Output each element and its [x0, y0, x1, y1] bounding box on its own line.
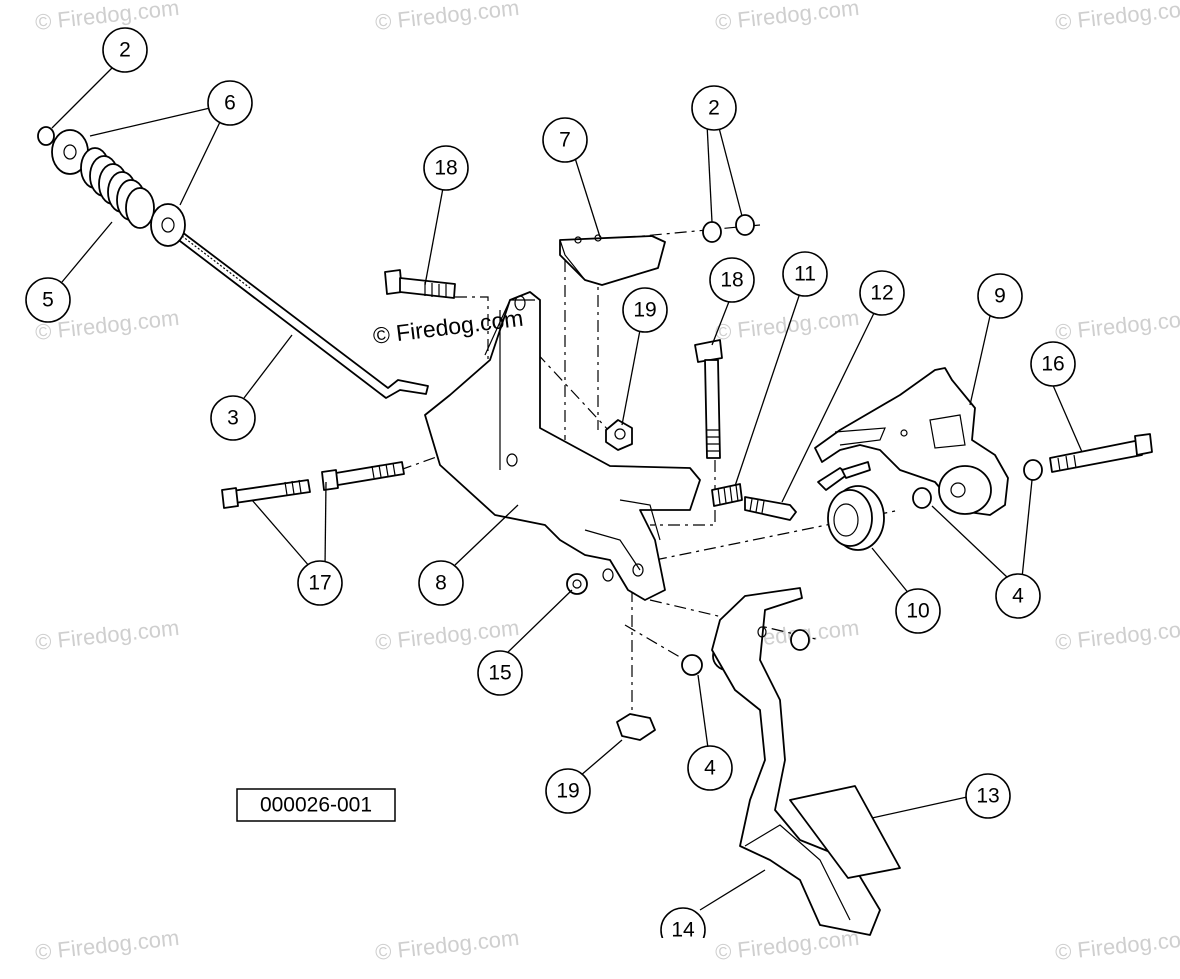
svg-text:2: 2: [708, 97, 720, 120]
bolt-part-12: [744, 496, 797, 521]
torsion-spring-part-10: [817, 461, 885, 551]
nuts-part-2: [702, 214, 755, 243]
watermark-text: © Firedog.com: [374, 615, 520, 655]
callout-19: 19: [545, 768, 591, 814]
spring-part-11: [711, 483, 743, 507]
main-bracket-part-8: [424, 291, 701, 601]
leader-lines: [51, 64, 1083, 911]
washers-part-4: [912, 459, 1043, 509]
callout-13: 13: [965, 773, 1011, 819]
bolt-part-18-vertical: [694, 339, 723, 459]
callout-9: 9: [977, 273, 1023, 319]
watermark-text: © Firedog.com: [34, 0, 180, 35]
callout-18: 18: [423, 145, 469, 191]
svg-text:11: 11: [794, 263, 816, 286]
pedal-pad-part-13: [789, 785, 901, 879]
svg-text:5: 5: [42, 289, 54, 312]
svg-text:2: 2: [119, 39, 131, 62]
svg-text:18: 18: [434, 157, 457, 180]
svg-text:12: 12: [870, 282, 893, 305]
watermark-text: © Firedog.com: [1054, 925, 1180, 965]
svg-text:19: 19: [633, 299, 656, 322]
watermark-text: © Firedog.com: [1054, 305, 1180, 345]
reference-code-box: 000026-001: [236, 788, 396, 822]
svg-text:19: 19: [556, 780, 579, 803]
callout-2: 2: [102, 27, 148, 73]
callout-11: 11: [782, 251, 828, 297]
svg-text:8: 8: [435, 572, 447, 595]
svg-text:4: 4: [704, 757, 716, 780]
callout-4: 4: [687, 745, 733, 791]
svg-text:7: 7: [559, 129, 571, 152]
callout-6: 6: [207, 80, 253, 126]
watermark-text: © Firedog.com: [714, 925, 860, 965]
callout-5: 5: [25, 277, 71, 323]
watermark-text: © Firedog.com: [714, 0, 860, 35]
watermark-text: © Firedog.com: [34, 615, 180, 655]
bolts-part-17: [221, 461, 405, 509]
watermark-text: © Firedog.com: [714, 305, 860, 345]
nut-part-19: [605, 419, 633, 451]
svg-text:15: 15: [488, 662, 511, 685]
callout-10: 10: [895, 588, 941, 634]
callout-17: 17: [297, 560, 343, 606]
callout-16: 16: [1030, 341, 1076, 387]
watermark-text: © Firedog.com: [1054, 615, 1180, 655]
watermark-text: © Firedog.com: [374, 0, 520, 35]
rod-part-3: [175, 231, 429, 399]
nut-part-15: [566, 573, 588, 595]
washer-part-6: [150, 203, 186, 247]
nut-part-19-lower: [616, 713, 656, 741]
svg-text:17: 17: [308, 572, 331, 595]
callout-19: 19: [622, 287, 668, 333]
callout-3: 3: [210, 395, 256, 441]
svg-text:14: 14: [671, 919, 695, 942]
callout-4: 4: [995, 573, 1041, 619]
spring-assembly: [37, 126, 186, 247]
nut-part-2: [37, 126, 55, 146]
svg-text:6: 6: [224, 92, 236, 115]
callout-12: 12: [859, 270, 905, 316]
callout-2: 2: [691, 85, 737, 131]
watermark-text: © Firedog.com: [34, 925, 180, 965]
watermark-text: © Firedog.com: [374, 925, 520, 965]
spring-part-5: [80, 147, 155, 229]
svg-text:18: 18: [720, 269, 743, 292]
watermark-text: © Firedog.com: [1054, 0, 1180, 35]
svg-text:4: 4: [1012, 585, 1024, 608]
callout-7: 7: [542, 117, 588, 163]
callout-8: 8: [418, 560, 464, 606]
reference-code: 000026-001: [260, 794, 372, 817]
bolt-part-18: [384, 269, 456, 299]
bolt-part-16: [1049, 433, 1153, 473]
callout-18: 18: [709, 257, 755, 303]
plate-part-9: [814, 367, 1009, 516]
svg-text:16: 16: [1041, 353, 1064, 376]
svg-text:10: 10: [906, 600, 929, 623]
svg-text:13: 13: [976, 785, 999, 808]
svg-text:9: 9: [994, 285, 1006, 308]
callout-15: 15: [477, 650, 523, 696]
bracket-part-7: [559, 234, 666, 286]
crop-mask: [655, 938, 715, 979]
svg-text:3: 3: [227, 407, 239, 430]
